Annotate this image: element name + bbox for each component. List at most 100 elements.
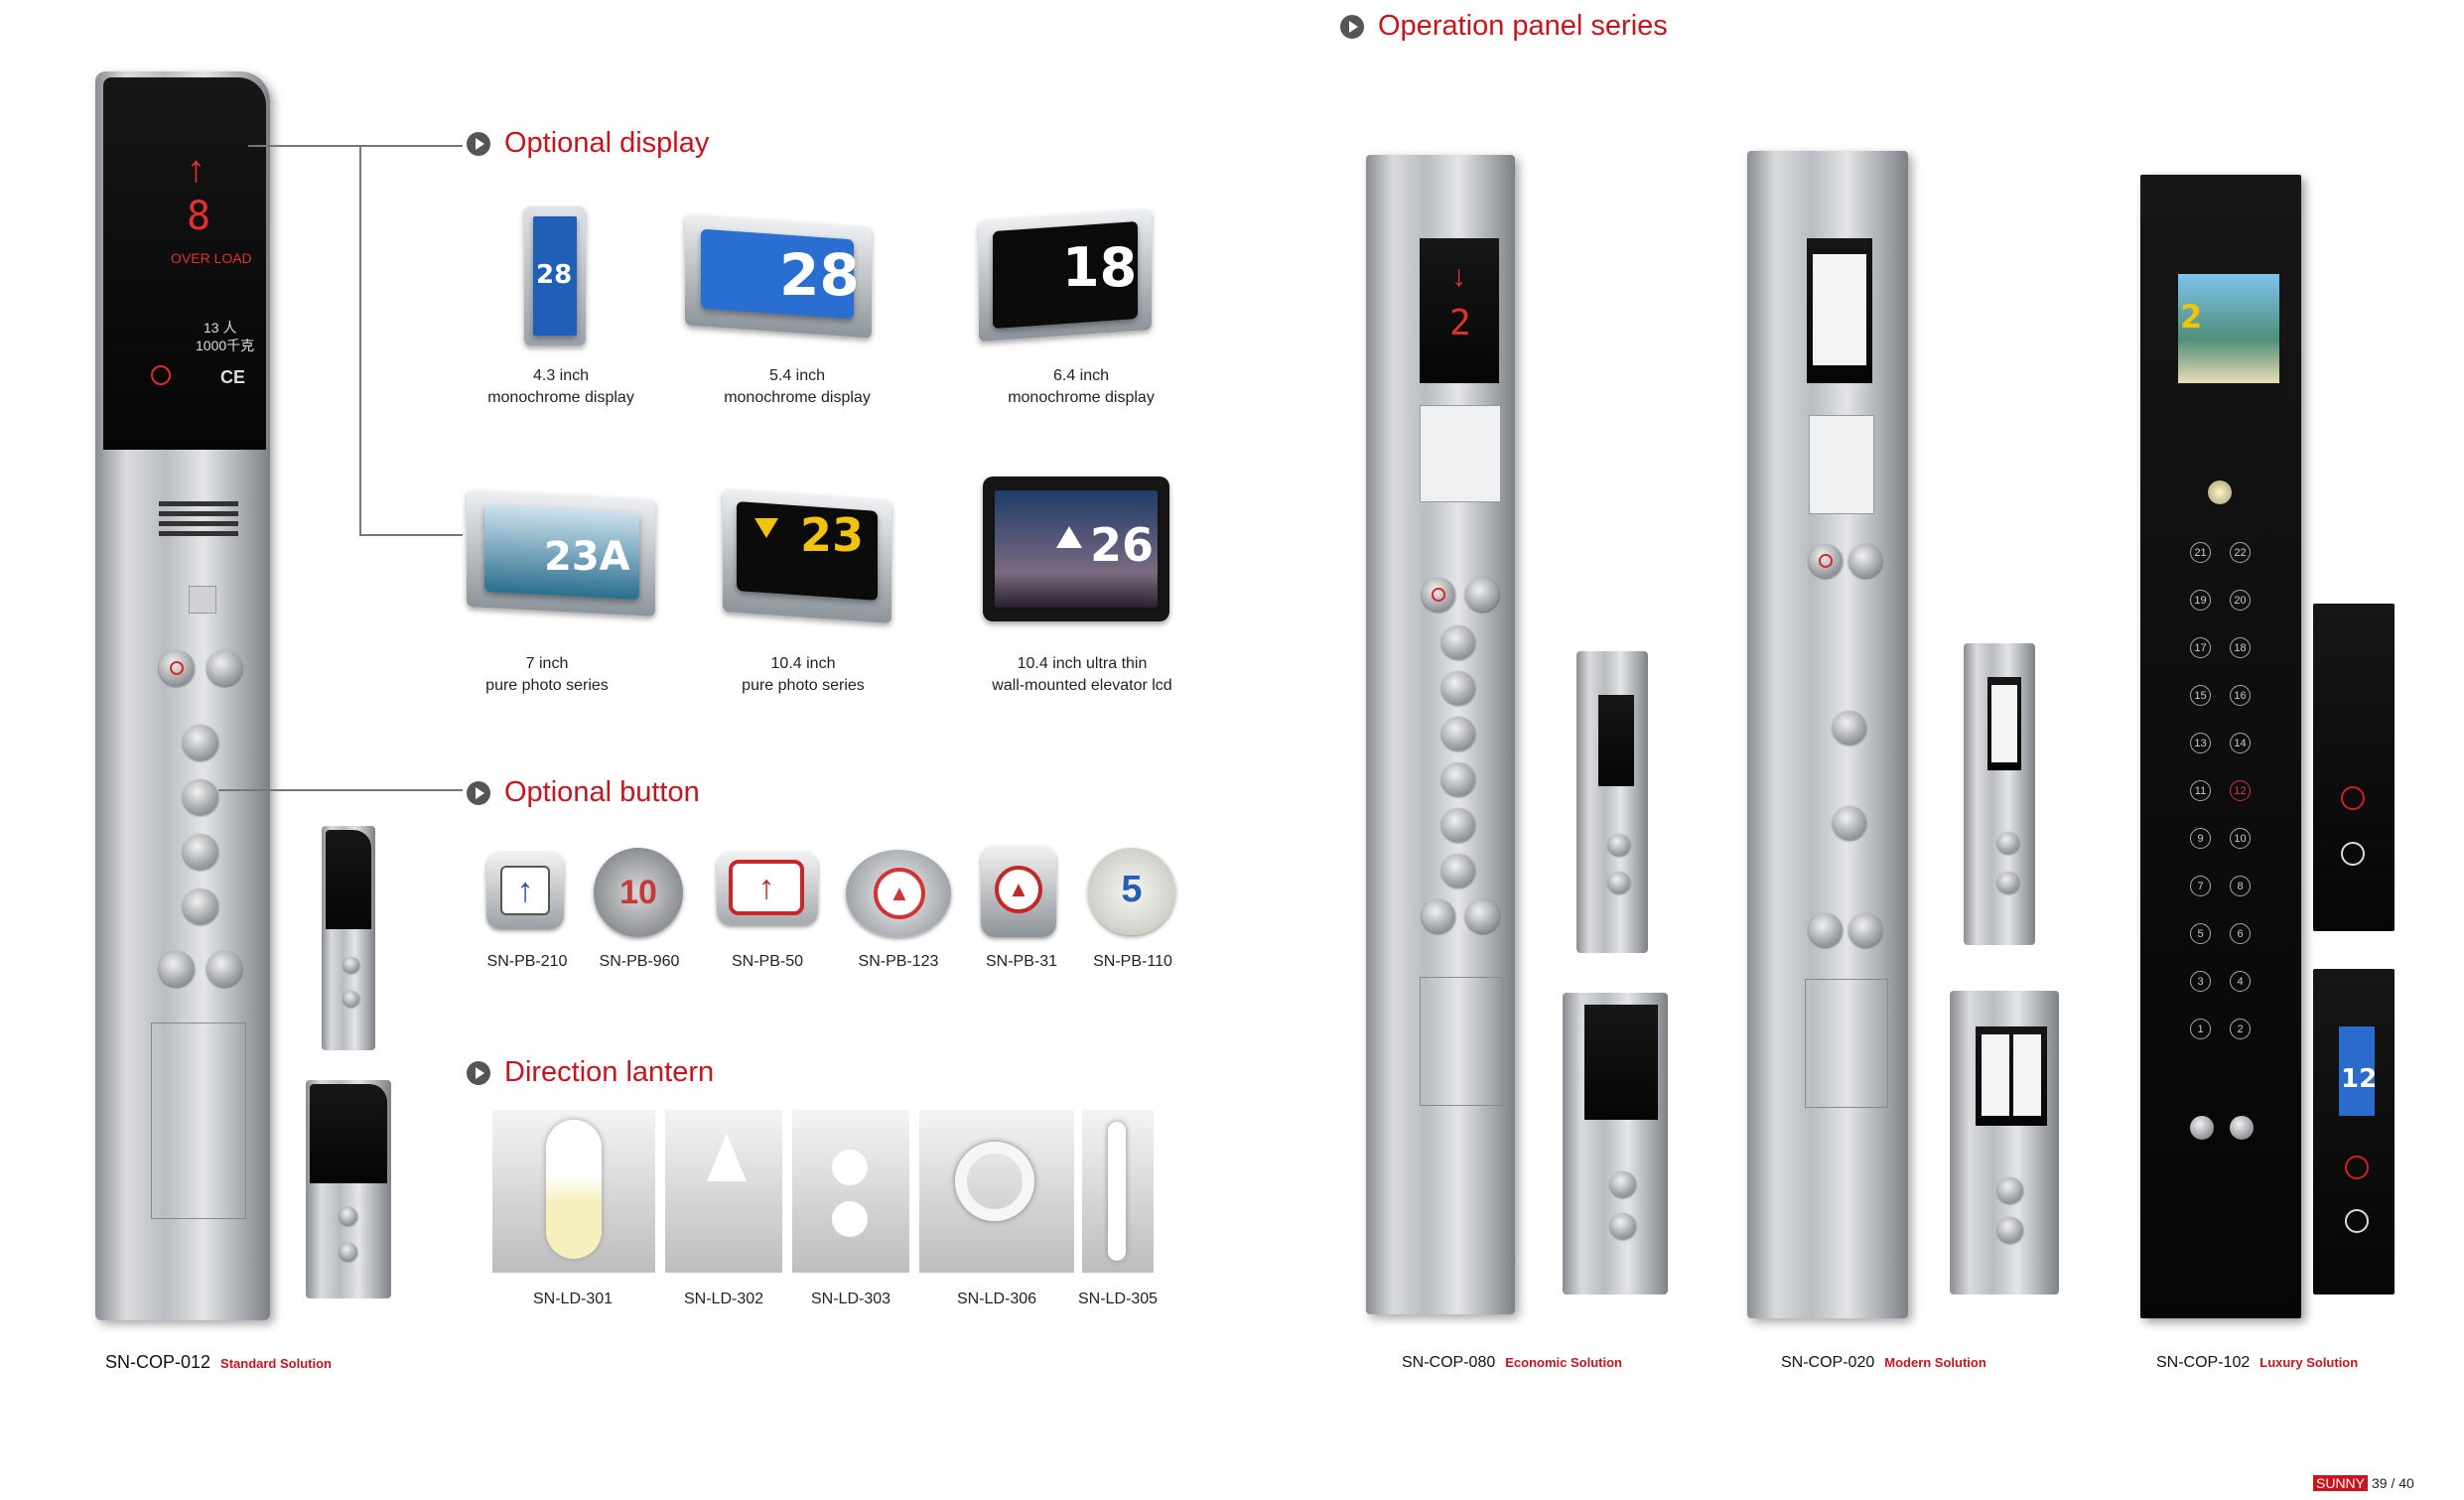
cop020-car-screen-right [2013, 1034, 2041, 1116]
cop080-button[interactable] [1422, 578, 1455, 612]
cop020-small-button[interactable] [1997, 872, 2019, 893]
cop012-overload: OVER LOAD [171, 250, 252, 266]
cop012-button[interactable] [183, 779, 218, 815]
cop080-button[interactable] [1441, 671, 1475, 705]
cop102-floor-button[interactable]: 13 [2190, 733, 2211, 753]
cop080-down-arrow-icon: ↓ [1451, 260, 1466, 293]
cop012-button[interactable] [206, 650, 242, 686]
lantern-303 [792, 1110, 909, 1273]
cop080-button[interactable] [1441, 717, 1475, 750]
connector-line [218, 789, 463, 791]
cop080-button[interactable] [1441, 762, 1475, 796]
cop012-button[interactable] [183, 834, 218, 870]
cop102-floor-button[interactable]: 11 [2190, 780, 2211, 801]
footer-brand: SUNNY [2313, 1475, 2369, 1491]
cop012-button[interactable] [159, 650, 195, 686]
cop102-floor-button[interactable]: 18 [2230, 637, 2251, 658]
cop020-button[interactable] [1833, 806, 1866, 840]
connector-line [359, 534, 463, 536]
cop080-small-button[interactable] [1608, 872, 1630, 893]
display-104-caption: 10.4 inch pure photo series [699, 653, 907, 697]
cop020-button[interactable] [1848, 544, 1882, 578]
bullet-icon [467, 1060, 490, 1085]
cop020-car-screen-left [1982, 1034, 2009, 1116]
cop012-button[interactable] [183, 725, 218, 760]
small-panel-button[interactable] [343, 957, 359, 973]
bullet-icon [467, 131, 490, 156]
cop102-floor-button[interactable]: 6 [2230, 923, 2251, 944]
caption-line2: monochrome display [487, 389, 634, 406]
cop020-button[interactable] [1809, 913, 1843, 947]
display-104-thin-floor: 26 [1090, 518, 1155, 572]
cop012-button[interactable] [206, 951, 242, 987]
connector-line [359, 145, 361, 534]
cop102-floor-button[interactable]: 12 [2230, 780, 2251, 801]
cop080-car-button[interactable] [1610, 1213, 1636, 1239]
cop102-floor-button[interactable]: 22 [2230, 542, 2251, 563]
cop102-hall-floor: 12 [2341, 1064, 2378, 1094]
cop012-glass-top [103, 77, 266, 450]
cop102-floor-button[interactable]: 1 [2190, 1019, 2211, 1039]
bullet-icon [467, 780, 490, 805]
cop102-floor-button[interactable]: 7 [2190, 876, 2211, 896]
cop020-button[interactable] [1833, 711, 1866, 745]
cop080-small-button[interactable] [1608, 834, 1630, 856]
caption-line2: wall-mounted elevator lcd [992, 677, 1172, 694]
cop012-model: SN-COP-012 [105, 1352, 211, 1372]
small-panel-button[interactable] [340, 1207, 357, 1225]
cop080-button[interactable] [1441, 854, 1475, 887]
cop080-button[interactable] [1465, 899, 1499, 933]
cop020-small-screen [1991, 685, 2017, 762]
cop080-cabinet [1420, 977, 1503, 1106]
cop012-button[interactable] [183, 888, 218, 924]
cop102-floor-button[interactable]: 4 [2230, 971, 2251, 992]
cop102-floor-button[interactable]: 17 [2190, 637, 2211, 658]
cop080-button[interactable] [1441, 625, 1475, 659]
cop102-floor-button[interactable]: 9 [2190, 828, 2211, 849]
cop102-floor-button[interactable]: 14 [2230, 733, 2251, 753]
cop020-car-button[interactable] [1997, 1217, 2023, 1243]
cop012-model-label: SN-COP-012 Standard Solution [105, 1352, 332, 1373]
cop102-call-button[interactable] [2208, 480, 2232, 504]
cop102-floor-button[interactable]: 21 [2190, 542, 2211, 563]
cop102-hall-down-icon [2345, 1209, 2369, 1233]
cop020-model-label: SN-COP-020 Modern Solution [1781, 1354, 1986, 1372]
cop020-model: SN-COP-020 [1781, 1354, 1875, 1371]
optional-display-heading: Optional display [467, 127, 709, 160]
cop102-floor-button[interactable]: 2 [2230, 1019, 2251, 1039]
cop102-lcd-floor: 2 [2180, 298, 2203, 336]
cop102-floor-button[interactable]: 5 [2190, 923, 2211, 944]
small-panel-button[interactable] [343, 991, 359, 1007]
display-104-floor: 23 [800, 508, 865, 562]
cop102-model-label: SN-COP-102 Luxury Solution [2156, 1354, 2358, 1372]
cop020-small-button[interactable] [1997, 832, 2019, 854]
caption-line1: 6.4 inch [1052, 367, 1110, 384]
cop012-capacity-persons: 13 人 [204, 320, 237, 336]
down-triangle-icon [754, 518, 778, 538]
cop102-button[interactable] [2190, 1116, 2214, 1140]
cop080-button[interactable] [1422, 899, 1455, 933]
display-54-floor: 28 [779, 241, 860, 309]
cop080-button[interactable] [1465, 578, 1499, 612]
cop102-floor-button[interactable]: 15 [2190, 685, 2211, 706]
cop102-floor-button[interactable]: 16 [2230, 685, 2251, 706]
cop102-floor-button[interactable]: 8 [2230, 876, 2251, 896]
cop080-car-button[interactable] [1610, 1171, 1636, 1197]
cop102-floor-button[interactable]: 3 [2190, 971, 2211, 992]
cop012-button[interactable] [159, 951, 195, 987]
cop102-floor-button[interactable]: 19 [2190, 590, 2211, 611]
cop102-floor-button[interactable]: 20 [2230, 590, 2251, 611]
cop102-button[interactable] [2230, 1116, 2254, 1140]
button-pb960: 10 [594, 848, 683, 937]
footer-page: 39 / 40 [2372, 1475, 2414, 1491]
cop020-button[interactable] [1809, 544, 1843, 578]
cop080-button[interactable] [1441, 808, 1475, 842]
cop020-car-button[interactable] [1997, 1177, 2023, 1203]
lantern-code: SN-LD-305 [1077, 1291, 1159, 1307]
caption-line1: 4.3 inch [532, 367, 590, 384]
small-panel-button[interactable] [340, 1243, 357, 1261]
cop080-tag: Economic Solution [1505, 1355, 1622, 1370]
speaker-grille [159, 501, 238, 541]
cop020-button[interactable] [1848, 913, 1882, 947]
cop102-floor-button[interactable]: 10 [2230, 828, 2251, 849]
